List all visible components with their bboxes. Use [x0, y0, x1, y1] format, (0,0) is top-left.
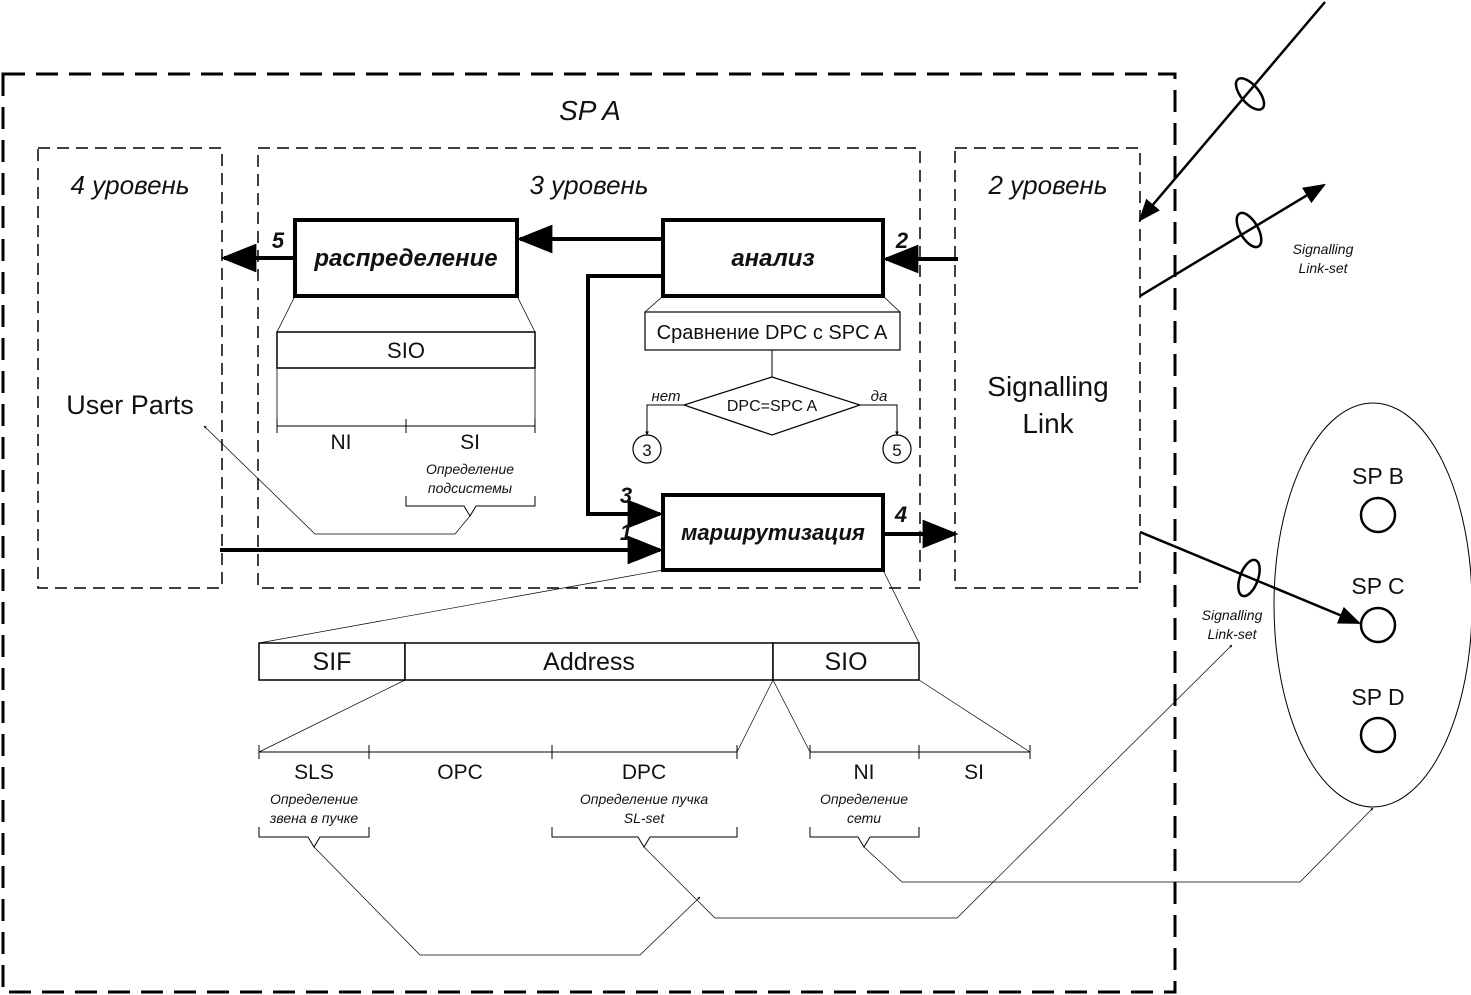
decision-yes-label: да [871, 388, 888, 405]
subsystem-note: Определение [426, 461, 514, 477]
ni-note: Определение [820, 791, 908, 807]
linkset-to-spc-ring [1237, 558, 1261, 598]
decision-yes-line [860, 404, 899, 436]
subsystem-brace [405, 496, 536, 517]
connector-5 [882, 434, 912, 464]
sp-b-node [1359, 496, 1397, 534]
linkset-top-label: Signalling [1293, 241, 1354, 257]
arrow-number-5: 5 [272, 228, 285, 253]
dpc-note-2: SL-set [624, 810, 666, 826]
sio-si-label: SI [460, 431, 480, 454]
dpc-brace [551, 827, 738, 848]
network-ellipse [1273, 402, 1471, 808]
level2-title: 2 уровень [987, 170, 1107, 200]
field-sls-label: SLS [294, 761, 334, 784]
outgoing-linkset-ring [1235, 211, 1263, 249]
outgoing-linkset-line [1139, 183, 1326, 298]
linkset-bottom-label-2: Link-set [1207, 626, 1257, 642]
arrow-number-2: 2 [895, 228, 909, 253]
analysis-fan-right [882, 295, 901, 313]
sp-b-label: SP B [1352, 463, 1404, 489]
sio-ni-label: NI [331, 431, 352, 454]
sio-box [276, 331, 536, 369]
sp-d-node [1359, 716, 1397, 754]
level4-title: 4 уровень [70, 170, 189, 200]
connector-5-label: 5 [892, 441, 901, 460]
compare-box [644, 311, 901, 351]
compare-label: Сравнение DPC с SPC A [657, 322, 888, 344]
dpc-note: Определение пучка [580, 791, 708, 807]
linkset-bottom-label: Signalling [1202, 607, 1263, 623]
subsystem-note-2: подсистемы [428, 480, 513, 496]
sls-brace [258, 827, 370, 848]
sp-c-node [1359, 606, 1397, 644]
decision-no-line [645, 404, 684, 436]
arrow-number-3: 3 [620, 483, 632, 508]
field-ni-label: NI [854, 761, 875, 784]
sp-a-frame [1, 72, 1177, 994]
arrow-3-loop [586, 274, 664, 529]
address-fan-left [258, 679, 406, 753]
sls-note-2: звена в пучке [269, 810, 358, 826]
decision-label: DPC=SPC A [727, 398, 818, 415]
level3-title: 3 уровень [529, 170, 648, 200]
field-sio-label: SIO [824, 648, 867, 676]
field-opc-label: OPC [437, 761, 483, 784]
sls-note: Определение [270, 791, 358, 807]
subsystem-to-user-parts [203, 425, 471, 535]
incoming-linkset-line [1138, 1, 1326, 222]
dpc-to-linkset-pointer [643, 644, 1233, 919]
distribution-label: распределение [313, 245, 497, 272]
field-sif-label: SIF [313, 648, 352, 676]
analysis-label: анализ [731, 245, 814, 272]
level4-frame [37, 147, 223, 589]
sio-field-fan-left [772, 679, 811, 753]
field-address-label: Address [543, 648, 635, 676]
sp-d-label: SP D [1351, 684, 1404, 710]
ni-to-network-pointer [863, 807, 1374, 883]
sio-box-label: SIO [387, 338, 425, 363]
decision-diamond [682, 376, 862, 436]
signalling-link-label-2: Link [1022, 408, 1074, 439]
address-fan-right [736, 679, 774, 753]
sp-c-label: SP C [1351, 573, 1404, 599]
incoming-linkset-ring [1234, 77, 1266, 111]
level3-frame [257, 147, 921, 589]
routing-label: маршрутизация [681, 520, 865, 545]
linkset-top-label-2: Link-set [1298, 260, 1348, 276]
linkset-to-spc-line [1139, 530, 1362, 625]
field-dpc-label: DPC [622, 761, 666, 784]
connector-3-label: 3 [642, 441, 651, 460]
field-sif-box [258, 642, 406, 681]
sio-fan-right [516, 295, 536, 333]
connector-3 [632, 434, 662, 464]
sp-a-title: SP A [559, 95, 621, 126]
analysis-block [661, 218, 885, 298]
ni-brace [809, 827, 920, 848]
user-parts-label: User Parts [66, 390, 194, 420]
sio-fan-left [276, 295, 296, 333]
field-si-label: SI [964, 761, 984, 784]
arrow-number-1: 1 [620, 520, 632, 545]
field-address-box [404, 642, 774, 681]
sls-to-routing-pointer [313, 846, 701, 956]
level2-frame [954, 147, 1141, 589]
routing-fan-left [258, 569, 664, 644]
signalling-link-label: Signalling [987, 371, 1108, 402]
ni-note-2: сети [847, 810, 881, 826]
arrow-number-4: 4 [894, 502, 907, 527]
decision-no-label: нет [652, 388, 681, 405]
analysis-fan-left [644, 295, 664, 313]
field-sio-box [772, 642, 920, 681]
sio-field-fan-right [918, 679, 1031, 753]
routing-fan-right [882, 569, 920, 644]
